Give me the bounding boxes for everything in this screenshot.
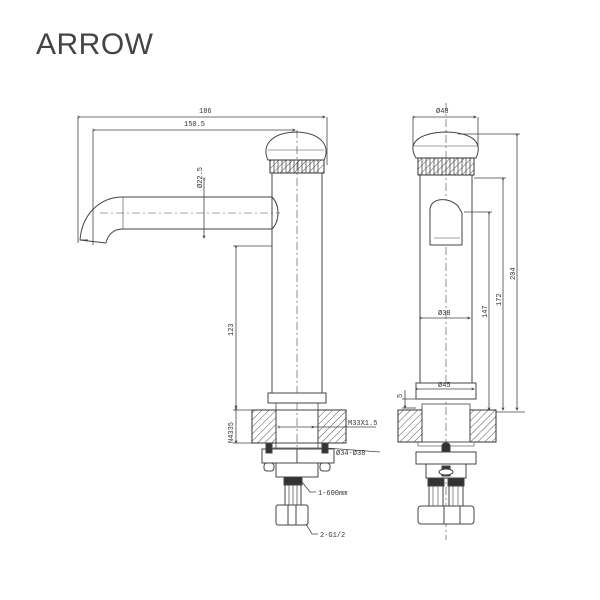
dim-spout-height: 123 (228, 323, 236, 336)
dim-spout-reach: 150.5 (184, 121, 205, 129)
brand-logo: ARROW (36, 28, 154, 61)
side-view (397, 103, 525, 540)
dim-spout-diameter: Ø22.5 (196, 167, 205, 188)
front-view (77, 117, 381, 535)
dim-base-diameter: Ø45 (438, 381, 451, 390)
dim-overall-height: 204 (510, 267, 518, 280)
dim-outlet-height: 147 (482, 305, 490, 318)
dim-base-thread-height: N4335 (228, 422, 236, 443)
dim-hole-diameter: Ø34-Ø38 (336, 449, 365, 458)
dim-base-height: 5 (397, 394, 405, 398)
dim-body-diameter: Ø38 (438, 309, 451, 318)
dim-mount-thread: M33X1.5 (348, 420, 377, 428)
label-connection: 2-G1/2 (320, 532, 345, 540)
dim-handle-diameter: Ø48 (436, 107, 449, 116)
dim-overall-length: 186 (199, 108, 212, 116)
dim-handle-base-height: 172 (496, 293, 504, 306)
label-hose: 1-600mm (318, 490, 347, 498)
